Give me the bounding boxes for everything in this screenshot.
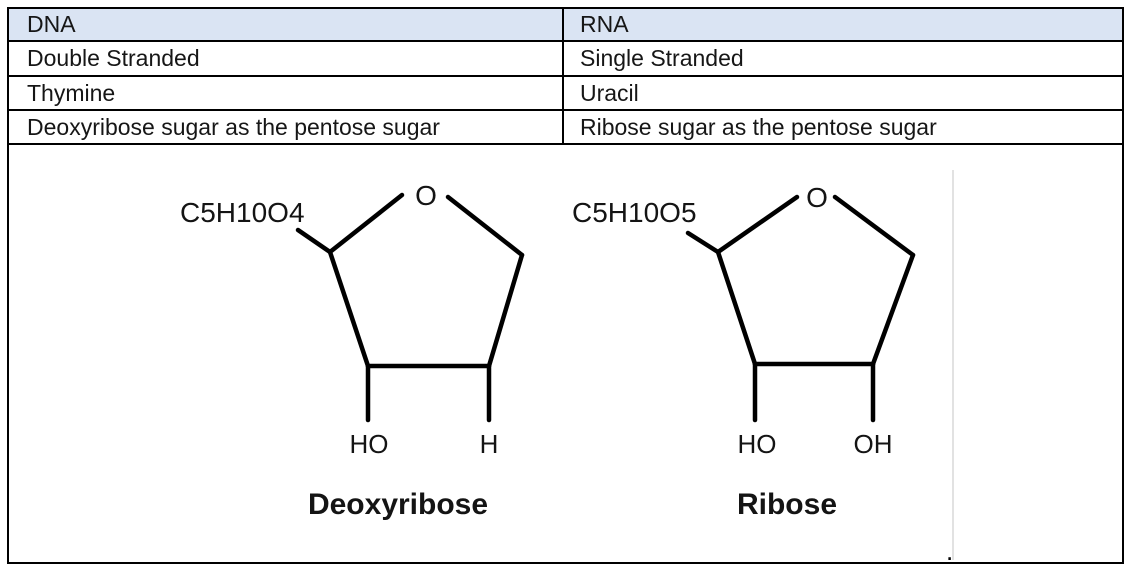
table-row: Thymine Uracil: [9, 77, 1123, 109]
ring-bond: [327, 192, 405, 255]
table-header-row: DNA RNA: [9, 9, 1123, 40]
ribose-ho-label: HO: [738, 429, 777, 459]
ring-bond: [445, 194, 525, 258]
cell-dna-strandedness[interactable]: Double Stranded: [27, 45, 200, 71]
ring-bond: [486, 252, 525, 369]
ring-bond: [327, 249, 371, 369]
deoxyribose-name-label: Deoxyribose: [308, 488, 488, 521]
ribose-oh-label: OH: [854, 429, 893, 459]
dna-rna-comparison-table: [7, 7, 1124, 564]
substituent-bond: [685, 230, 721, 255]
ring-bond: [715, 194, 800, 255]
table-row: Double Stranded Single Stranded: [9, 42, 1123, 75]
sugar-structures-image[interactable]: O C5H10O4 HO H Deoxyribose O C5H10O5 HO …: [9, 146, 1123, 562]
row-divider: [9, 143, 1123, 145]
table-header-row-background: [9, 9, 1122, 41]
header-cell-dna[interactable]: DNA: [27, 11, 76, 37]
cell-rna-strandedness[interactable]: Single Stranded: [580, 45, 744, 71]
deoxyribose-ho-label: HO: [350, 429, 389, 459]
cell-rna-base[interactable]: Uracil: [580, 80, 639, 106]
deoxyribose-h-label: H: [480, 429, 499, 459]
ring-bond: [870, 252, 916, 367]
header-cell-rna[interactable]: RNA: [580, 11, 629, 37]
table-row: Deoxyribose sugar as the pentose sugar R…: [9, 111, 1123, 143]
sugar-structures-cell: O C5H10O4 HO H Deoxyribose O C5H10O5 HO …: [9, 146, 1123, 562]
period-mark: .: [946, 536, 954, 566]
ribose-ring-oxygen-label: O: [806, 182, 828, 213]
ribose-formula-label: C5H10O5: [572, 197, 697, 228]
cell-dna-base[interactable]: Thymine: [27, 80, 116, 106]
cell-dna-sugar[interactable]: Deoxyribose sugar as the pentose sugar: [27, 114, 440, 140]
ribose-structure: [685, 194, 916, 423]
cell-rna-sugar[interactable]: Ribose sugar as the pentose sugar: [580, 114, 937, 140]
ribose-name-label: Ribose: [737, 488, 837, 521]
deoxyribose-formula-label: C5H10O4: [180, 197, 305, 228]
deoxyribose-structure: [295, 192, 525, 423]
row-divider: [9, 109, 1123, 111]
deoxyribose-ring-oxygen-label: O: [415, 180, 437, 211]
row-divider: [9, 75, 1123, 77]
column-divider: [562, 9, 564, 145]
ring-bond: [715, 249, 758, 367]
ring-bond: [832, 194, 916, 258]
row-divider: [9, 40, 1123, 42]
substituent-bond: [295, 227, 333, 255]
